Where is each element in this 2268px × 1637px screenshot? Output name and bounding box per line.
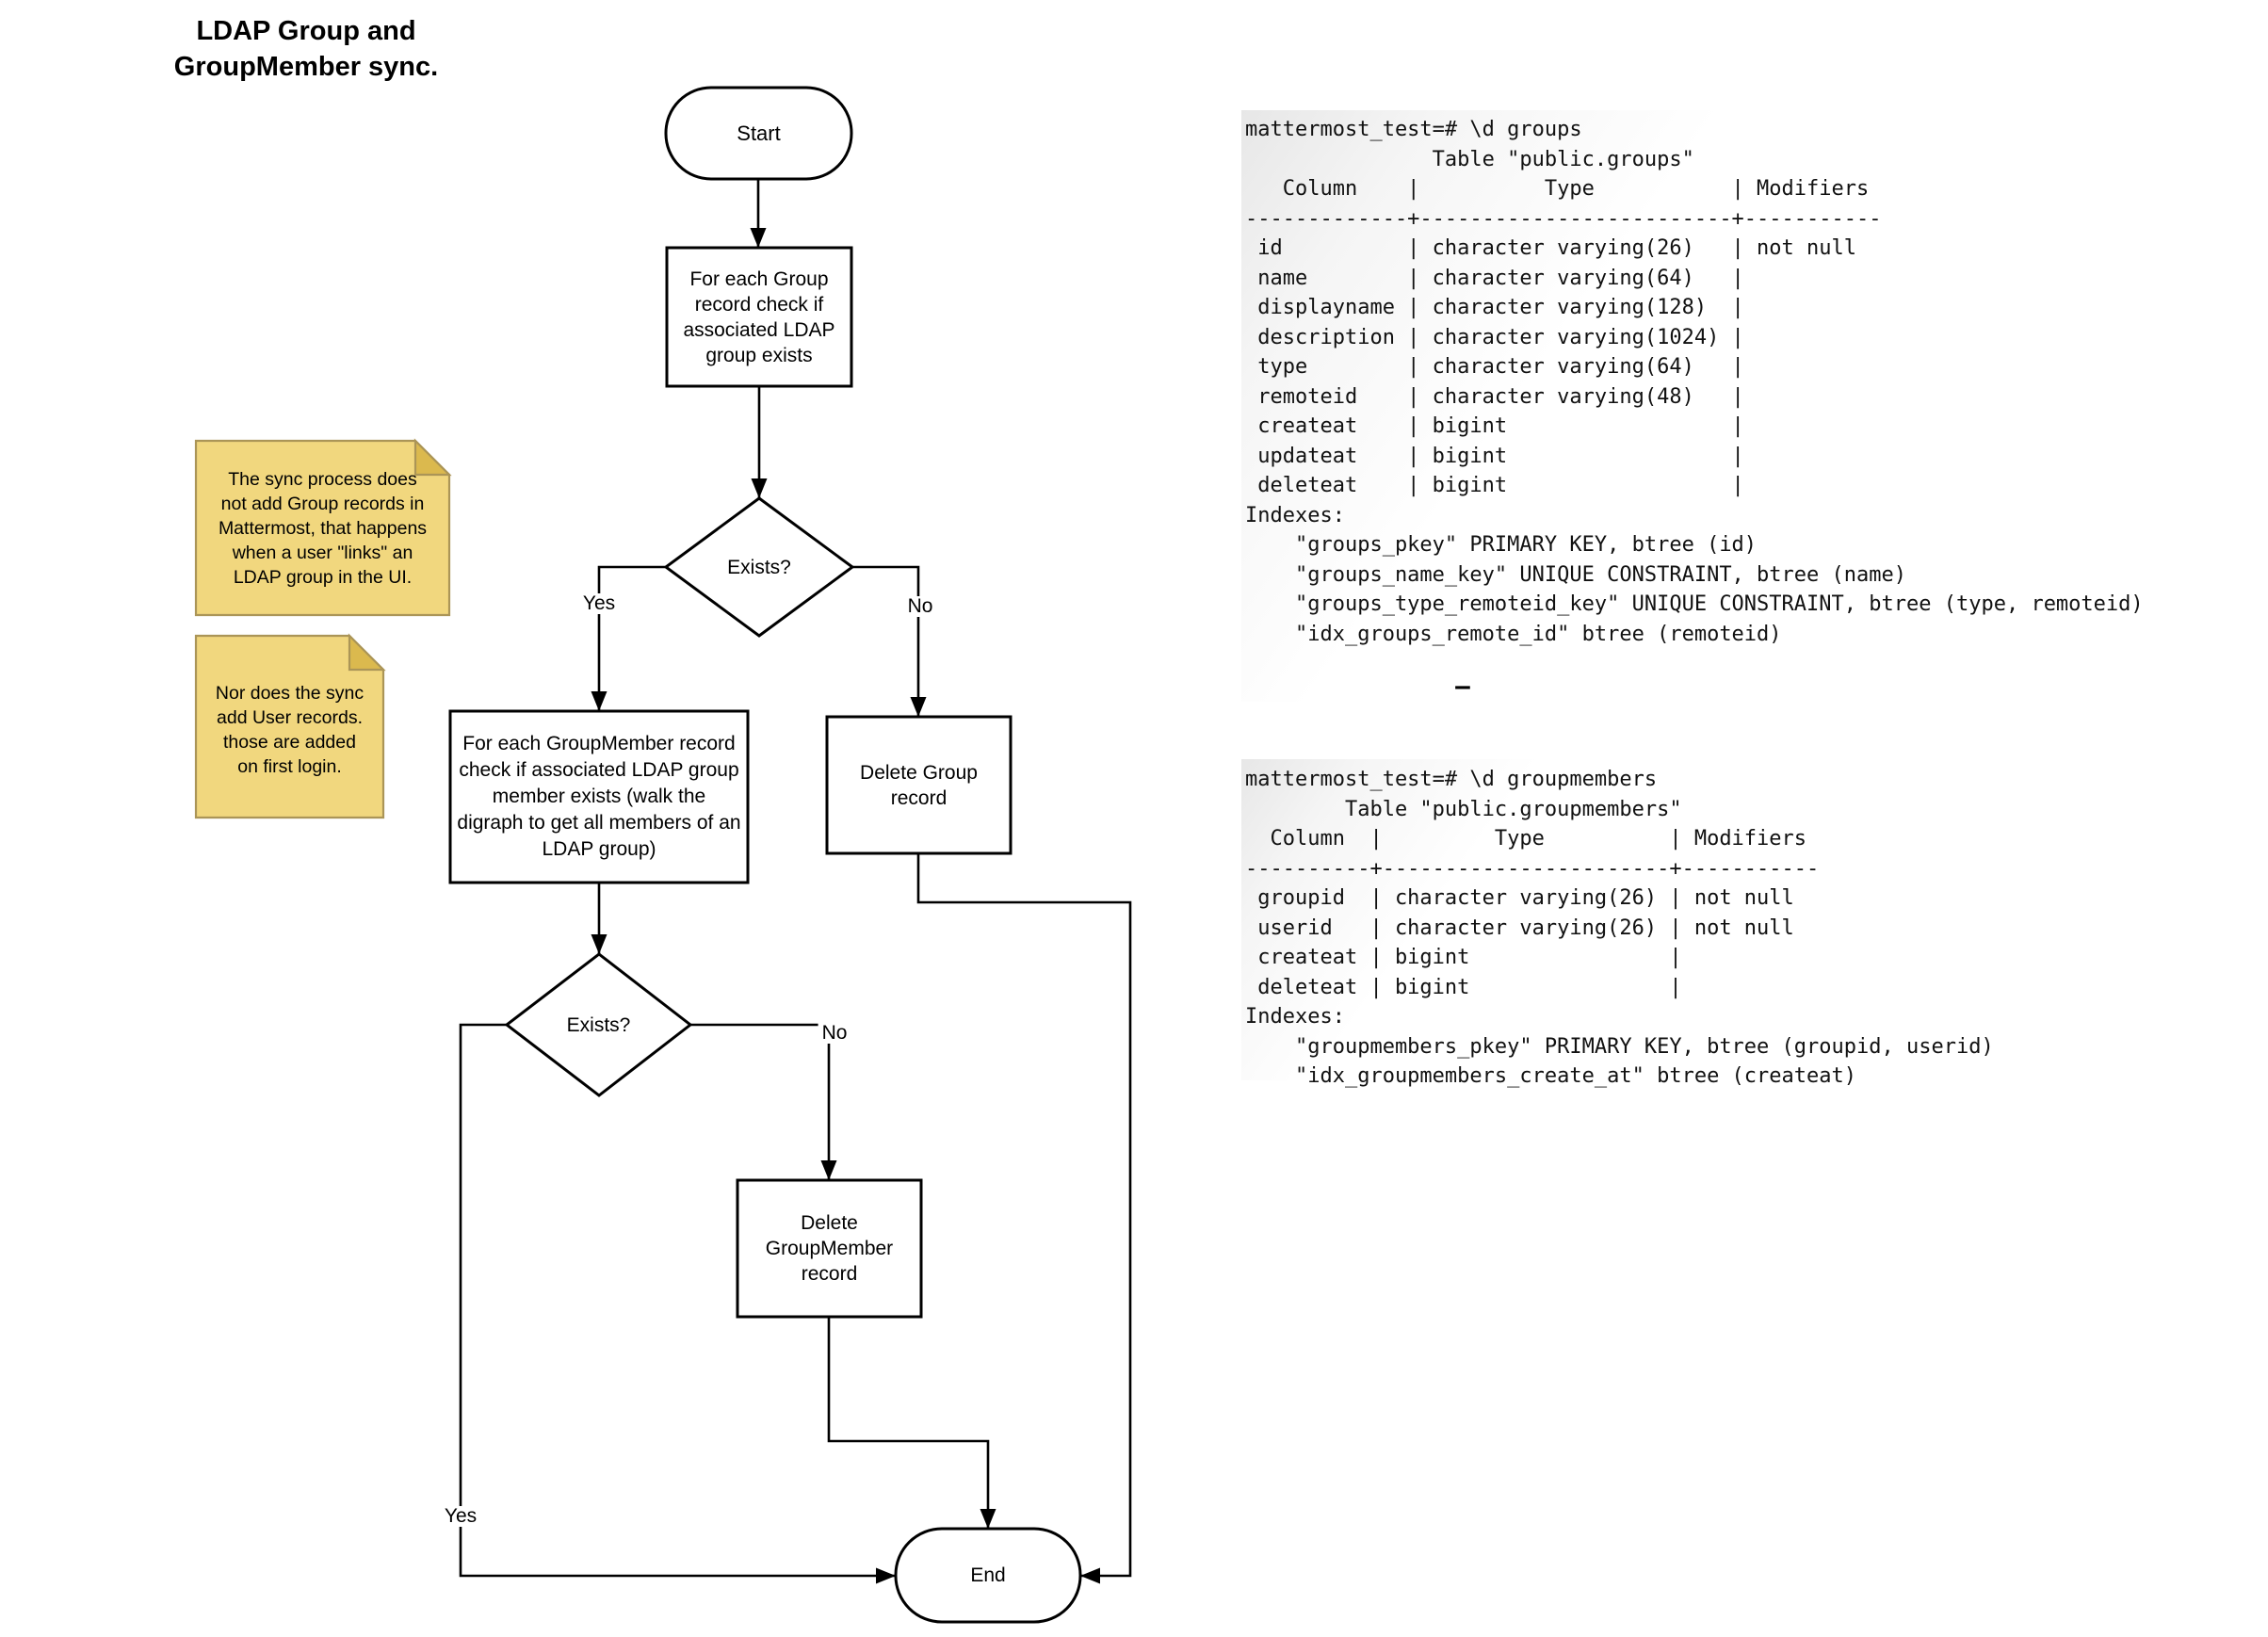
terminal-separator-dash: – [1455, 673, 1470, 701]
exists2-yes-label: Yes [440, 1506, 481, 1527]
end-node-shape [894, 1527, 1082, 1624]
delete-group-process-label: Delete Group record [860, 761, 978, 809]
terminal-groups-table: mattermost_test=# \d groups Table "publi… [1245, 118, 2144, 646]
terminal-groupmembers-background [1241, 759, 1678, 1080]
exists2-decision-label: Exists? [566, 1013, 631, 1036]
edge-delete-groupmember-to-end [827, 1318, 996, 1529]
edge-exists2-yes-to-end [459, 1023, 896, 1584]
exists2-no-label: No [818, 1023, 851, 1044]
check-group-process-shape [665, 246, 853, 388]
delete-group-process-shape [825, 715, 1012, 855]
note-sync-users-shape [194, 634, 385, 819]
exists1-no-label: No [903, 596, 937, 617]
terminal-groups-background [1241, 110, 1897, 702]
exists1-decision-shape [663, 496, 855, 638]
delete-groupmember-process-shape [736, 1178, 923, 1319]
delete-groupmember-process-label: Delete GroupMember record [765, 1212, 894, 1285]
exists2-decision-shape [504, 952, 693, 1097]
exists1-yes-label: Yes [578, 593, 620, 614]
note-sync-users: Nor does the sync add User records. thos… [215, 683, 364, 777]
terminal-groupmembers-table: mattermost_test=# \d groupmembers Table … [1245, 768, 1994, 1088]
note-sync-groups: The sync process does not add Group reco… [218, 468, 428, 588]
start-node-shape [664, 86, 853, 181]
diagram-title: LDAP Group and GroupMember sync. [173, 16, 439, 82]
edge-exists2-no [690, 1023, 837, 1180]
edge-delete-group-to-end [916, 854, 1132, 1584]
end-node-label: End [970, 1564, 1006, 1586]
check-groupmember-process-shape [448, 709, 750, 884]
note-sync-groups-fold-icon [413, 438, 452, 477]
edge-exists1-no [852, 565, 927, 717]
edge-exists1-yes [591, 565, 666, 711]
exists1-decision-label: Exists? [727, 556, 791, 578]
note-sync-users-fold-icon [348, 633, 386, 672]
start-node-label: Start [737, 122, 781, 145]
check-group-process-label: For each Group record check if associate… [683, 267, 835, 366]
note-sync-groups-shape [194, 439, 451, 617]
check-groupmember-process-label: For each GroupMember record check if ass… [457, 733, 741, 860]
